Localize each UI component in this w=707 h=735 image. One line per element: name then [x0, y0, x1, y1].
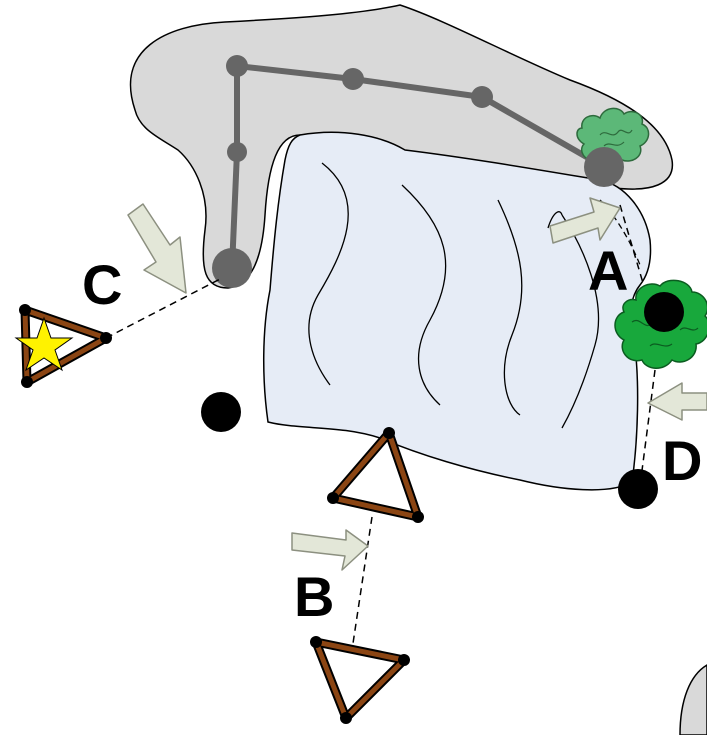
block-arrow-icon: [291, 529, 369, 571]
dashed-line-c: [105, 277, 223, 339]
dashed-line-a: [619, 204, 649, 301]
wavy-line: [561, 214, 600, 429]
chain-joint: [227, 142, 247, 162]
rod-triangle-b-lower: [310, 636, 410, 724]
triangle-vertex: [100, 332, 112, 344]
rod-triangle-c: [14, 304, 112, 388]
triangle-rods: [313, 639, 407, 721]
triangle-vertex: [340, 712, 352, 724]
label-a: A: [588, 239, 628, 302]
triangle-vertex: [327, 492, 339, 504]
wavy-lines: [308, 162, 600, 429]
chain-joint: [471, 86, 493, 108]
blue-region: [263, 131, 652, 491]
triangle-rods: [330, 430, 421, 520]
triangle-vertex: [19, 304, 31, 316]
dashed-line-b: [351, 516, 373, 651]
label-d: D: [662, 429, 702, 492]
base-joint: [212, 248, 252, 288]
black-dot: [618, 469, 658, 509]
block-arrow-icon: [647, 382, 707, 421]
end-effector: [584, 147, 624, 187]
wavy-line: [497, 199, 523, 416]
chain-joint: [342, 68, 364, 90]
label-c: C: [82, 253, 122, 316]
dashed-link: [547, 211, 563, 229]
rod-triangle-b-upper: [327, 427, 424, 523]
triangle-vertex: [310, 636, 322, 648]
black-dot: [644, 292, 684, 332]
block-arrow-icon: [549, 197, 621, 244]
kinematic-chain: [229, 63, 606, 269]
triangle-vertex: [383, 427, 395, 439]
triangle-rods: [22, 307, 109, 385]
triangle-vertex: [412, 511, 424, 523]
chain-joints: [226, 55, 493, 162]
block-arrows: [127, 197, 707, 571]
dashed-line-d: [639, 369, 656, 487]
wavy-line: [401, 184, 447, 406]
blob-detail: [599, 129, 633, 147]
dashed-connectors: [105, 204, 656, 651]
triangle-vertex: [21, 376, 33, 388]
block-arrow-icon: [127, 203, 187, 294]
black-dot: [201, 392, 241, 432]
chain-links: [229, 63, 606, 269]
wavy-line: [308, 162, 349, 386]
label-b: B: [294, 565, 334, 628]
chain-joint: [226, 55, 248, 77]
star-icon: [14, 316, 74, 372]
triangle-vertex: [398, 654, 410, 666]
partial-gray-circle: [679, 664, 707, 735]
